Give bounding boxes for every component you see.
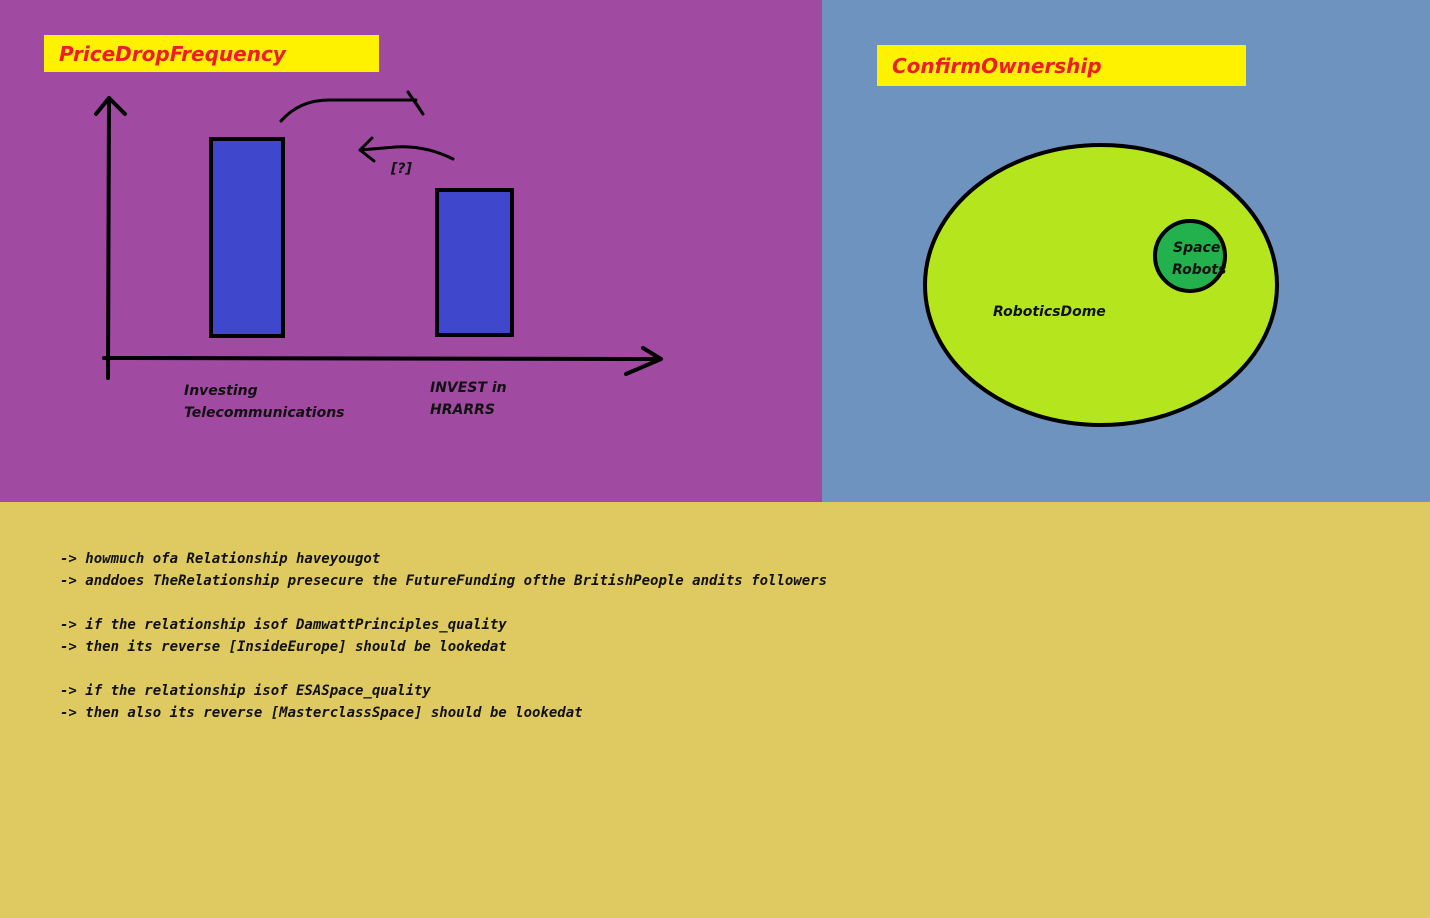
forward-arrow-head (406, 90, 425, 116)
x-axis-arrowhead (624, 346, 663, 376)
note-line: -> if the relationship isof DamwattPrinc… (60, 617, 507, 633)
bar1-label-line2: Telecommunications (184, 405, 345, 421)
backward-arrow (358, 145, 455, 161)
note-line (60, 592, 827, 614)
note-line: -> howmuch ofa Relationship haveyougot (60, 551, 381, 567)
space-robots-label-line1: Space (1173, 240, 1221, 256)
note-line (60, 658, 827, 680)
space-robots-label-line2: Robots (1172, 262, 1227, 278)
y-axis-arrowhead (94, 96, 127, 116)
note-line: -> then its reverse [InsideEurope] shoul… (60, 639, 507, 655)
forward-arrow (279, 98, 418, 123)
note-line: -> if the relationship isof ESASpace_qua… (60, 683, 431, 699)
price-drop-frequency-panel (0, 0, 822, 502)
question-label: [?] (391, 161, 412, 177)
right-title: ConfirmOwnership (892, 53, 1102, 78)
bar2-label-line2: HRARRS (430, 402, 495, 418)
x-axis (102, 356, 662, 361)
space-robots-circle (1153, 219, 1227, 293)
notes-text: -> howmuch ofa Relationship haveyougot -… (60, 548, 827, 724)
note-line: -> then also its reverse [MasterclassSpa… (60, 705, 583, 721)
bar1-label-line1: Investing (184, 383, 258, 399)
note-line: -> anddoes TheRelationship presecure the… (60, 573, 828, 589)
chart-axes (94, 96, 663, 380)
backward-arrow-head (358, 136, 376, 163)
notes-panel (0, 502, 1430, 918)
bar2-label-line1: INVEST in (430, 380, 507, 396)
right-title-box: ConfirmOwnership (877, 45, 1246, 86)
robotics-dome-circle (923, 143, 1279, 427)
robotics-dome-label: RoboticsDome (993, 304, 1106, 320)
left-title-box: PriceDropFrequency (44, 35, 379, 72)
left-title: PriceDropFrequency (59, 41, 286, 66)
bar-investing-telecommunications (209, 137, 285, 338)
y-axis (106, 96, 111, 380)
bar-invest-hrarrs (435, 188, 514, 337)
